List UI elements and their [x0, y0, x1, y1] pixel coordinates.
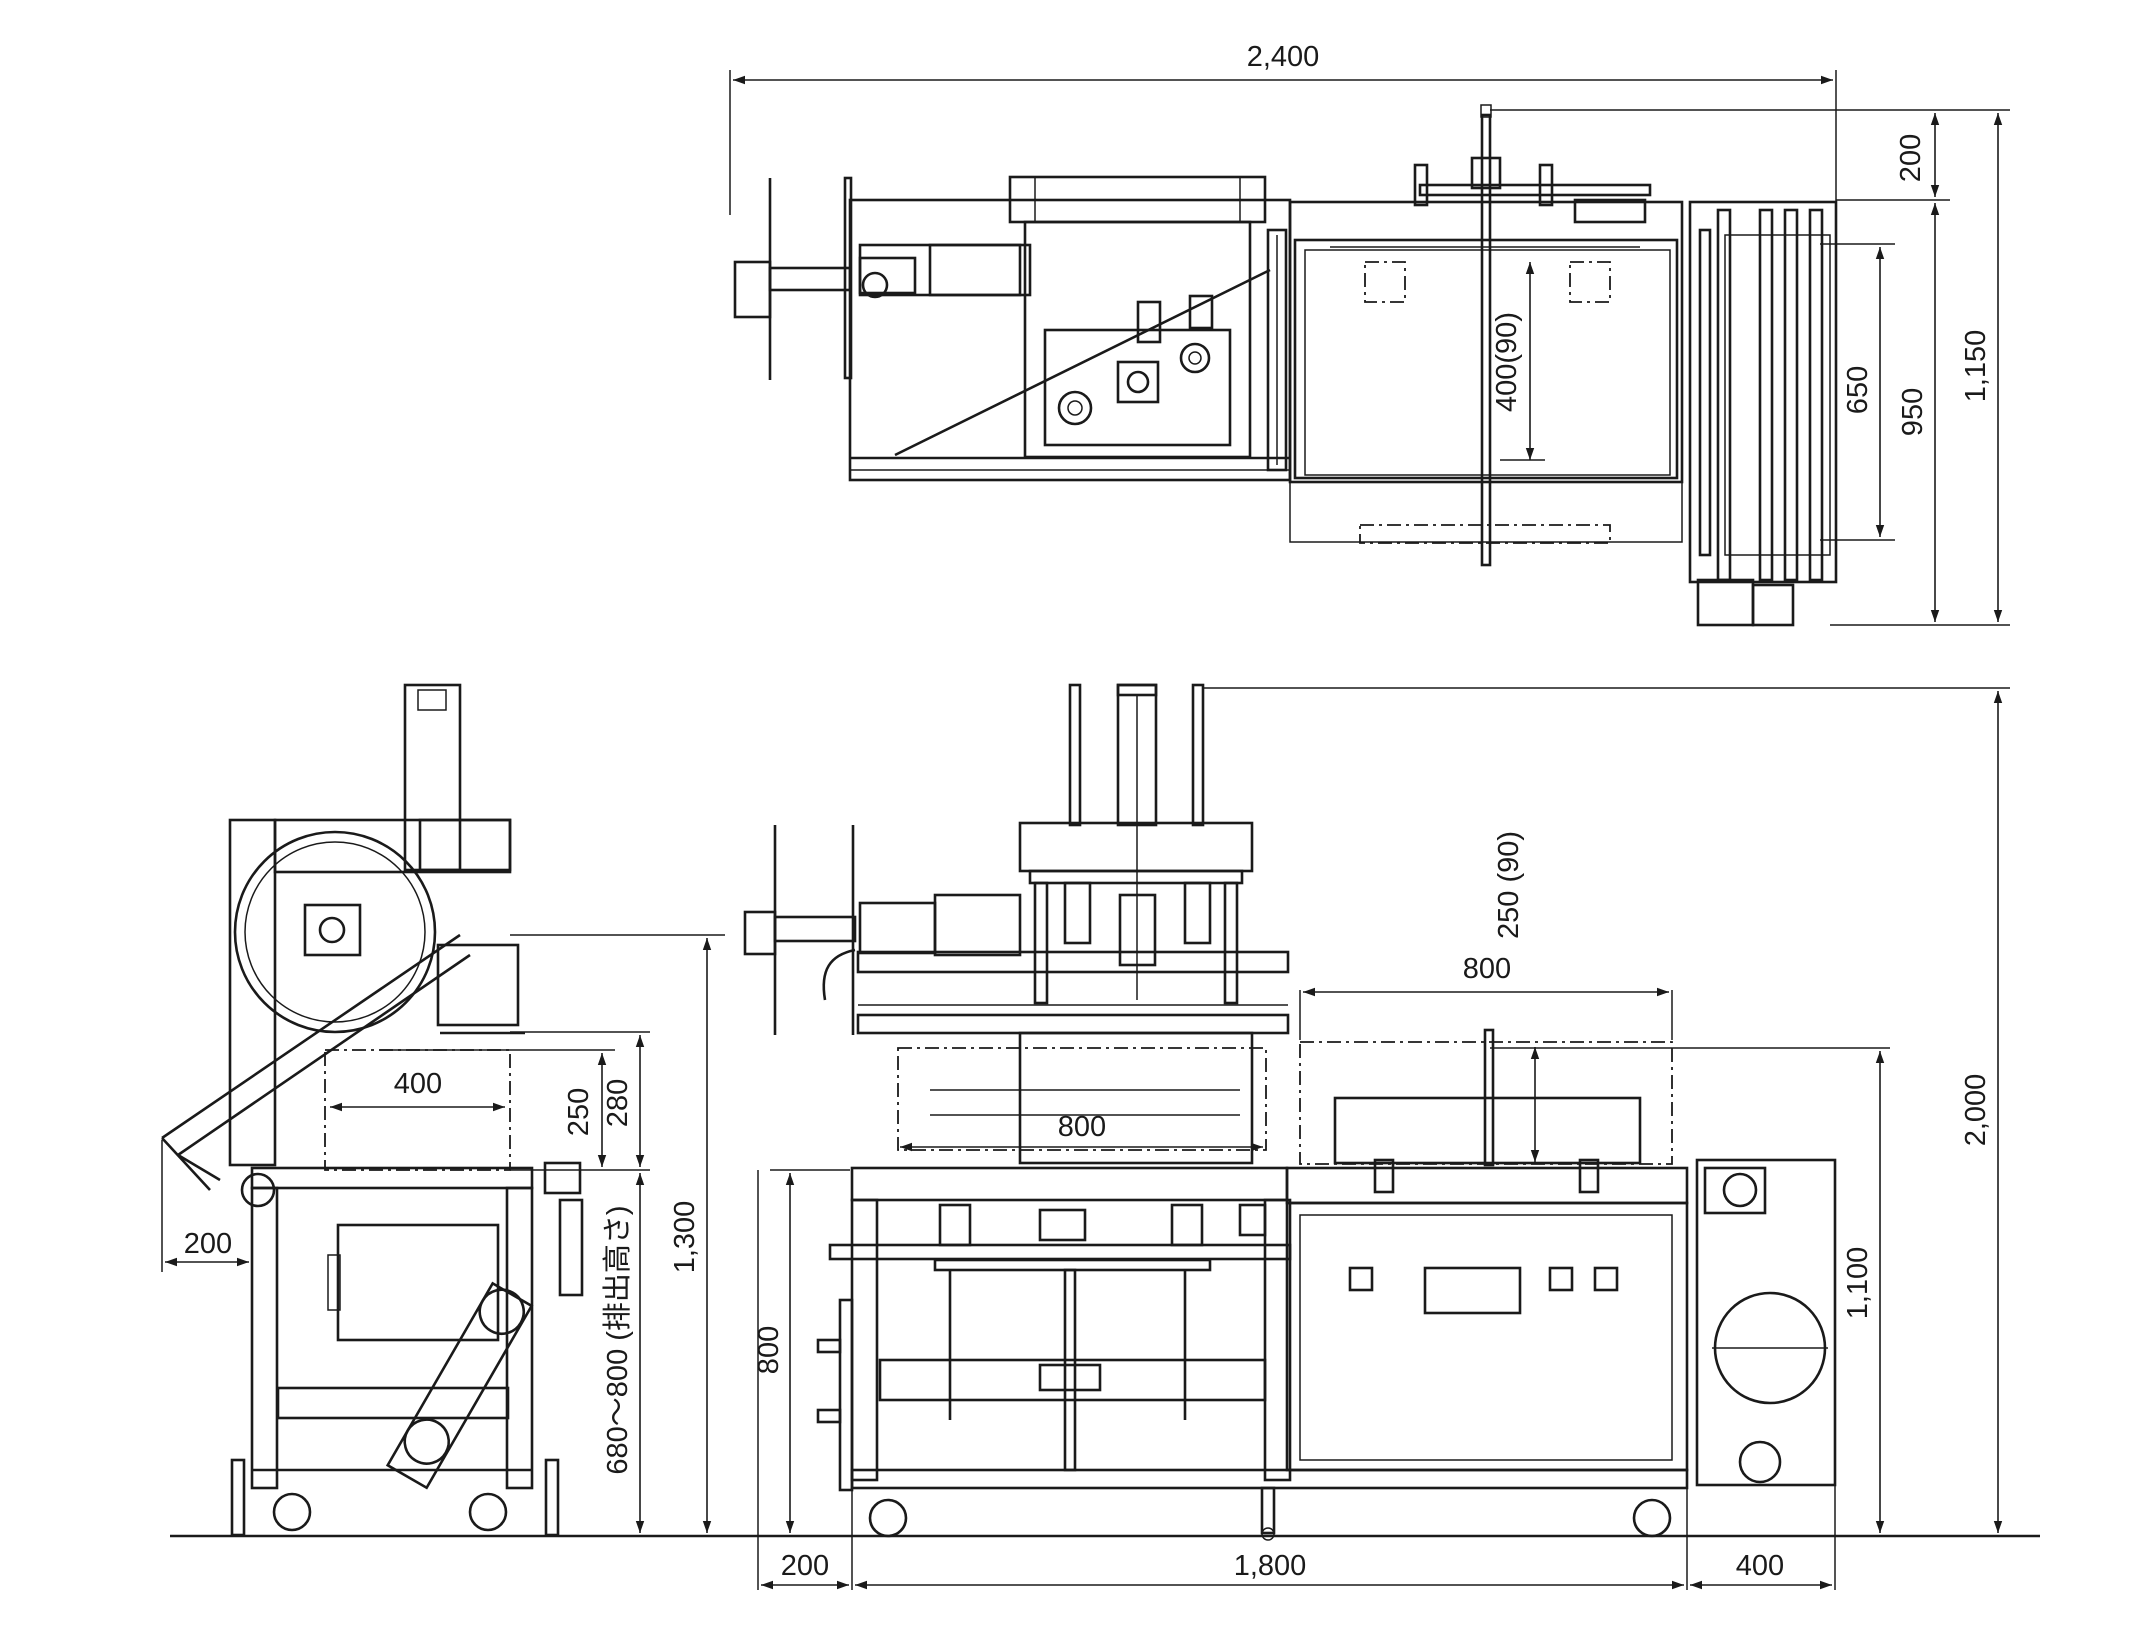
- dim-total-height: 1,300: [669, 1201, 701, 1274]
- dim-top-offset: 200: [1895, 134, 1927, 182]
- dim-product-width: 800: [1463, 953, 1511, 985]
- side-view: [161, 683, 2040, 1538]
- dim-stroke-250: 250 (90): [1493, 831, 1525, 939]
- dim-overall-length: 2,400: [1247, 41, 1320, 73]
- top-view: [729, 70, 2010, 627]
- dim-left-200: 200: [781, 1550, 829, 1582]
- dim-height-1100: 1,100: [1842, 1247, 1874, 1320]
- dimension-labels: 2,400 200 1,150 950 650 400(90) 400 250 …: [184, 41, 1992, 1582]
- dim-depth-650: 650: [1842, 366, 1874, 414]
- dim-overall-depth: 1,150: [1960, 330, 1992, 403]
- dim-zone-800: 800: [1058, 1111, 1106, 1143]
- dim-right-400: 400: [1736, 1550, 1784, 1582]
- dim-stroke-400: 400(90): [1491, 312, 1523, 412]
- dim-depth-950: 950: [1897, 388, 1929, 436]
- dim-main-length: 1,800: [1234, 1550, 1307, 1582]
- dim-box-h-250: 250: [563, 1088, 595, 1136]
- dim-discharge-height: 680～800 (排出高さ): [601, 1205, 634, 1474]
- front-view: [743, 683, 2010, 1590]
- dim-overhang: 200: [184, 1228, 232, 1260]
- dim-overall-height: 2,000: [1960, 1074, 1992, 1147]
- dim-table-height: 800: [753, 1326, 785, 1374]
- dim-box-width: 400: [394, 1068, 442, 1100]
- dim-box-h-280: 280: [602, 1079, 634, 1127]
